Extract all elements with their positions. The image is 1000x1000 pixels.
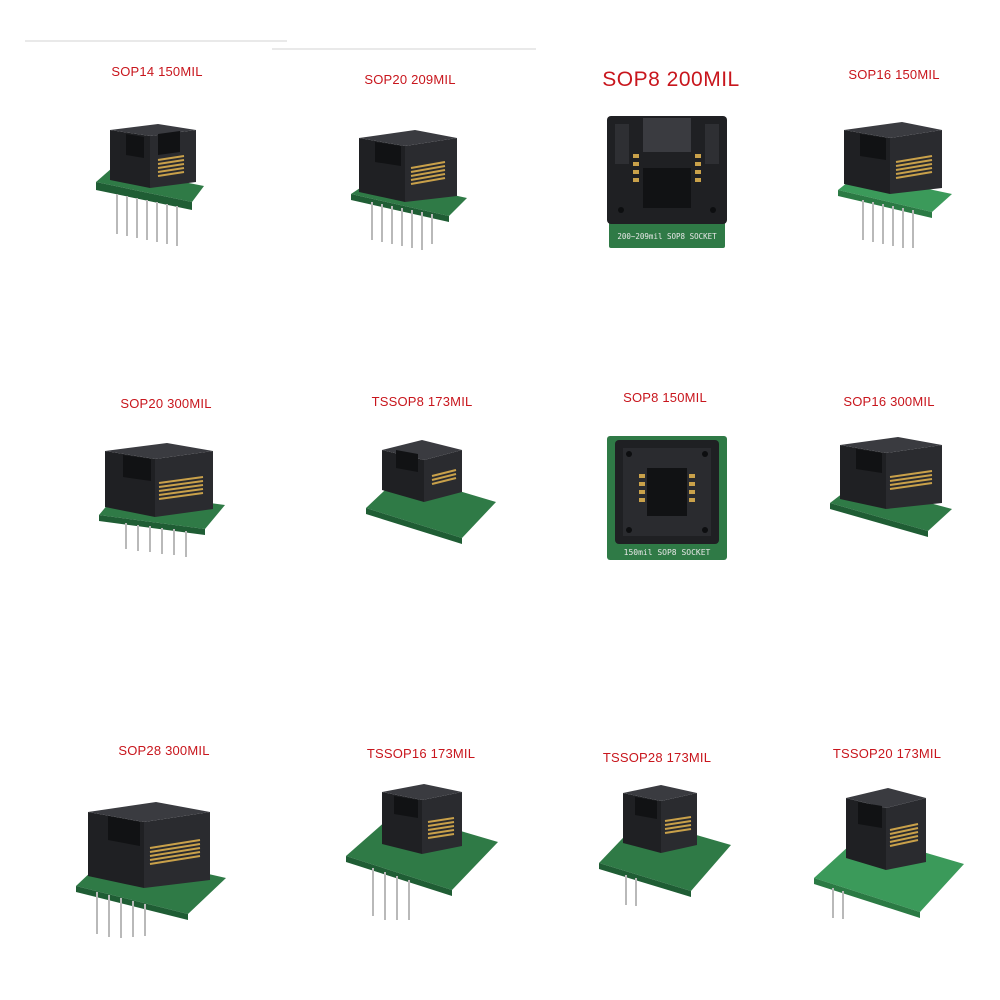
product-label: TSSOP20 173MIL xyxy=(832,746,942,761)
top-divider-right xyxy=(272,48,536,50)
tssop16-173mil-adapter-photo xyxy=(346,784,498,920)
board-silkscreen-text: 150mil SOP8 SOCKET xyxy=(624,548,711,557)
sop8-150mil-adapter-photo: 150mil SOP8 SOCKET xyxy=(607,436,727,560)
product-label: SOP14 150MIL xyxy=(111,64,203,79)
tssop8-173mil-adapter-photo xyxy=(366,440,496,544)
product-label: SOP16 300MIL xyxy=(843,394,935,409)
tssop20-173mil-adapter-photo xyxy=(814,788,964,919)
tssop28-173mil-adapter-photo xyxy=(599,785,731,906)
sop14-150mil-adapter-photo xyxy=(96,124,204,246)
product-label: TSSOP28 173MIL xyxy=(602,750,712,765)
sop8-200mil-adapter-photo: 200~209mil SOP8 SOCKET xyxy=(607,116,727,248)
sop16-150mil-adapter-photo xyxy=(838,122,952,248)
sop20-209mil-adapter-photo xyxy=(351,130,467,250)
product-label: TSSOP16 173MIL xyxy=(366,746,476,761)
product-label: SOP20 209MIL xyxy=(364,72,456,87)
sop16-300mil-adapter-photo xyxy=(830,437,952,537)
product-label: TSSOP8 173MIL xyxy=(371,394,473,409)
board-silkscreen-text: 200~209mil SOP8 SOCKET xyxy=(617,232,717,241)
product-label: SOP8 150MIL xyxy=(623,390,707,405)
product-label: SOP8 200MIL xyxy=(602,68,740,91)
sop28-300mil-adapter-photo xyxy=(76,802,226,938)
product-label: SOP28 300MIL xyxy=(118,743,210,758)
product-label: SOP20 300MIL xyxy=(120,396,212,411)
product-label: SOP16 150MIL xyxy=(848,67,940,82)
sop20-300mil-adapter-photo xyxy=(99,443,225,557)
top-divider-left xyxy=(25,40,287,42)
